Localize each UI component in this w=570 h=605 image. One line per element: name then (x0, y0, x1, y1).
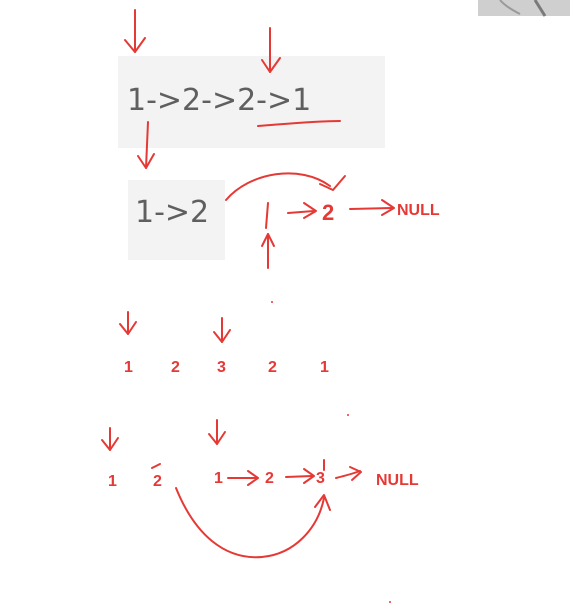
down-arrow-icon (213, 317, 231, 343)
down-arrow-icon (101, 427, 119, 451)
tick-mark (151, 463, 161, 469)
down-arrow-icon (119, 311, 137, 335)
down-arrow-icon (261, 27, 281, 73)
right-arrow-icon (287, 202, 317, 219)
reverse-link-curve (225, 172, 346, 201)
corner-thumbnail (478, 0, 570, 17)
right-arrow-icon (349, 199, 395, 216)
printed-list-1: 1->2->2->1 (127, 83, 311, 118)
row3-node: 1 (124, 359, 133, 376)
underline-mark (257, 120, 341, 127)
row4-node: 2 (265, 470, 274, 487)
printed-list-background (118, 56, 385, 148)
row3-node: 2 (171, 359, 180, 376)
right-arrow-icon (335, 466, 362, 481)
row4-node: 3 (316, 470, 325, 487)
reverse-link-curve (175, 487, 331, 559)
row4-node: 1 (108, 473, 117, 490)
printed-list-2: 1->2 (135, 195, 209, 230)
ink-dot (389, 601, 391, 603)
ink-dot (271, 301, 273, 303)
ink-dot (347, 414, 349, 416)
up-arrow-icon (261, 233, 275, 269)
down-arrow-icon (208, 419, 226, 445)
down-arrow-icon (124, 9, 146, 53)
down-arrow-icon (137, 121, 155, 169)
row3-node: 2 (268, 359, 277, 376)
printed-list-2-background (128, 180, 225, 260)
null-label-lower: NULL (376, 472, 419, 489)
row4-node: 1 (214, 470, 223, 487)
row4-node: 2 (153, 473, 162, 490)
null-label-upper: NULL (397, 202, 440, 219)
right-arrow-icon (227, 470, 259, 486)
tick-mark (265, 202, 269, 229)
row3-node: 3 (217, 359, 226, 376)
handwritten-two: 2 (322, 200, 334, 225)
right-arrow-icon (285, 468, 315, 484)
row3-node: 1 (320, 359, 329, 376)
